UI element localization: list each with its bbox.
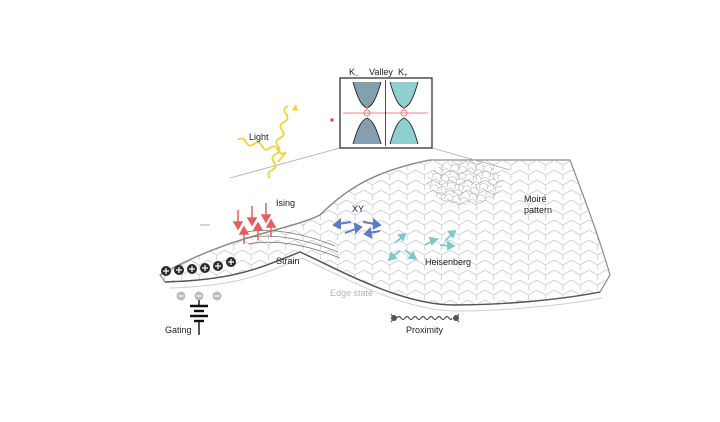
heisenberg-arrows bbox=[387, 229, 457, 262]
charge-plus-icon bbox=[174, 265, 184, 275]
inset-connector bbox=[229, 147, 511, 179]
charge-row bbox=[161, 257, 236, 276]
charge-minus-icon bbox=[176, 291, 186, 301]
xy-label: XY bbox=[352, 204, 364, 214]
charge-minus-icon bbox=[212, 291, 222, 301]
material-sheet bbox=[159, 159, 611, 312]
moire-label: Moiré bbox=[524, 194, 547, 204]
charge-plus-icon bbox=[200, 263, 210, 273]
ising-arrows bbox=[232, 203, 277, 244]
light-label: Light bbox=[249, 132, 269, 142]
negative-charges bbox=[176, 291, 222, 301]
charge-plus-icon bbox=[226, 257, 236, 267]
valley-label: Valley bbox=[369, 67, 393, 77]
k-plus-label: K+ bbox=[398, 67, 408, 79]
charge-plus-icon bbox=[213, 261, 223, 271]
heisenberg-label: Heisenberg bbox=[425, 257, 471, 267]
edge-state-label: Edge state bbox=[330, 288, 373, 298]
red-dot bbox=[330, 118, 334, 122]
gating-label: Gating bbox=[165, 325, 192, 335]
moire-label-2: pattern bbox=[524, 205, 552, 215]
charge-plus-icon bbox=[187, 264, 197, 274]
spring-icon bbox=[390, 313, 460, 323]
charge-plus-icon bbox=[161, 266, 171, 276]
battery-icon bbox=[190, 300, 208, 335]
xy-arrows bbox=[332, 217, 382, 239]
k-minus-label: K− bbox=[349, 67, 359, 79]
ising-label: Ising bbox=[276, 198, 295, 208]
strain-label: Strain bbox=[276, 256, 300, 266]
light-wave-icon bbox=[237, 104, 298, 179]
charge-minus-icon bbox=[194, 291, 204, 301]
valley-inset bbox=[339, 77, 433, 149]
proximity-label: Proximity bbox=[406, 325, 444, 335]
moire-pattern bbox=[427, 161, 503, 205]
